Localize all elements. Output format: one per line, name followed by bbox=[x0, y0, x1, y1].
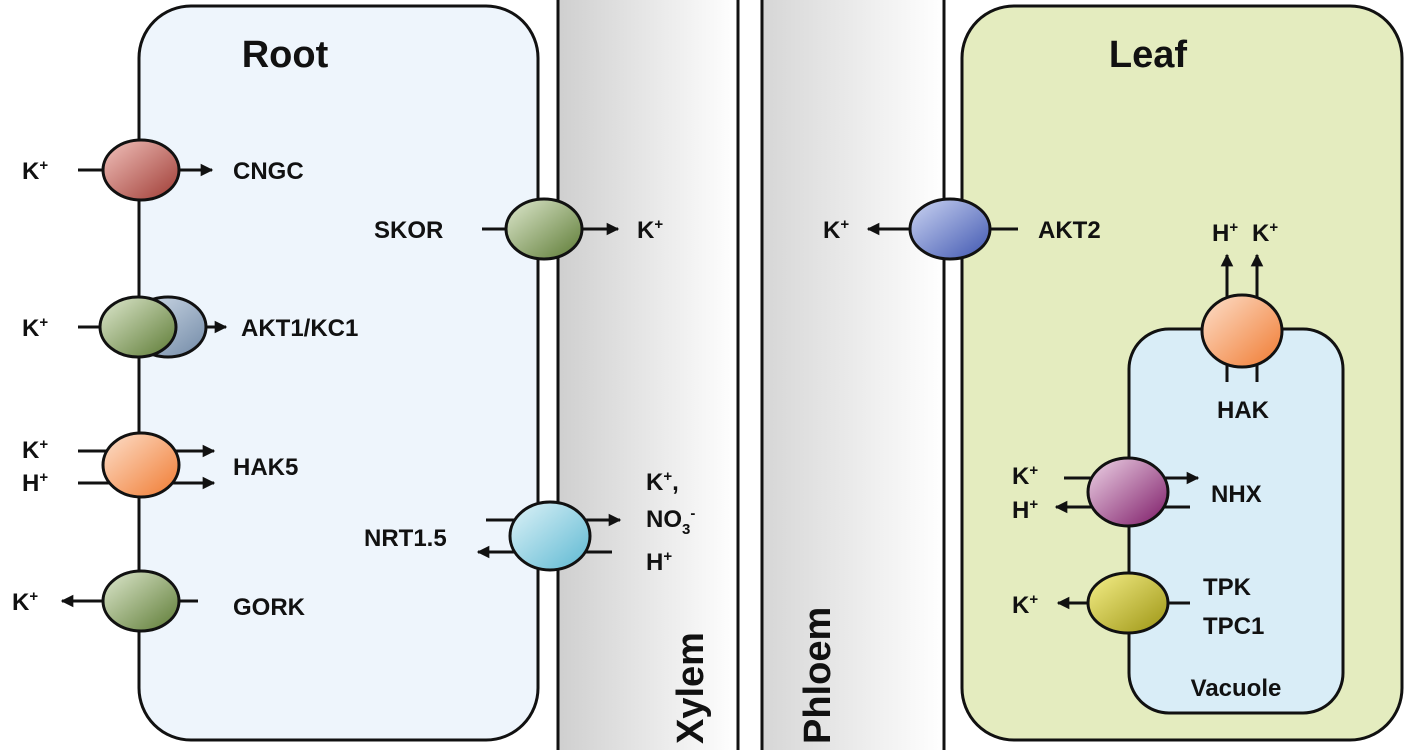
nrt1-5-ion-h: H+ bbox=[646, 548, 672, 576]
gork-channel bbox=[60, 569, 198, 633]
hak-label: HAK bbox=[1217, 397, 1270, 424]
xylem-vessel bbox=[558, 0, 738, 750]
tpc1-label: TPC1 bbox=[1203, 613, 1264, 640]
skor-channel bbox=[482, 197, 620, 261]
hak-transporter bbox=[1200, 253, 1284, 382]
tpk-ion-k: K+ bbox=[1012, 591, 1038, 619]
akt2-channel bbox=[866, 197, 1018, 261]
root-title: Root bbox=[242, 34, 329, 76]
hak-ion-k: K+ bbox=[1252, 219, 1278, 247]
cngc-label: CNGC bbox=[233, 158, 304, 185]
phloem-vessel bbox=[762, 0, 944, 750]
nrt1-5-ion-no3: NO3- bbox=[646, 505, 695, 538]
hak-ion-h: H+ bbox=[1212, 219, 1238, 247]
tpk-label: TPK bbox=[1203, 574, 1252, 601]
vacuole-label: Vacuole bbox=[1191, 675, 1282, 702]
hak5-ion-k: K+ bbox=[22, 436, 48, 464]
tpk-tpc1-channel bbox=[1056, 571, 1190, 635]
nrt1-5-ion-k: K+, bbox=[646, 468, 679, 496]
akt1-kc1-channel bbox=[78, 295, 228, 359]
gork-label: GORK bbox=[233, 594, 306, 621]
nrt1-5-label: NRT1.5 bbox=[364, 525, 447, 552]
hak5-transporter bbox=[78, 431, 216, 499]
nhx-label: NHX bbox=[1211, 481, 1262, 508]
skor-ion-k: K+ bbox=[637, 216, 663, 244]
phloem-label: Phloem bbox=[797, 607, 839, 744]
nrt1-5-transporter bbox=[476, 500, 622, 572]
xylem-label: Xylem bbox=[670, 632, 712, 744]
skor-label: SKOR bbox=[374, 217, 443, 244]
akt2-label: AKT2 bbox=[1038, 217, 1101, 244]
akt2-ion-k: K+ bbox=[823, 216, 849, 244]
vacuole bbox=[1127, 327, 1345, 715]
nhx-antiporter bbox=[1054, 456, 1200, 528]
root-cell bbox=[137, 4, 540, 742]
akt1-kc1-label: AKT1/KC1 bbox=[241, 315, 358, 342]
nhx-ion-k: K+ bbox=[1012, 462, 1038, 490]
akt1-ion-k: K+ bbox=[22, 314, 48, 342]
hak5-ion-h: H+ bbox=[22, 469, 48, 497]
cngc-channel bbox=[78, 138, 214, 202]
nhx-ion-h: H+ bbox=[1012, 496, 1038, 524]
cngc-ion-k: K+ bbox=[22, 157, 48, 185]
leaf-title: Leaf bbox=[1109, 34, 1187, 76]
gork-ion-k: K+ bbox=[12, 588, 38, 616]
hak5-label: HAK5 bbox=[233, 454, 298, 481]
